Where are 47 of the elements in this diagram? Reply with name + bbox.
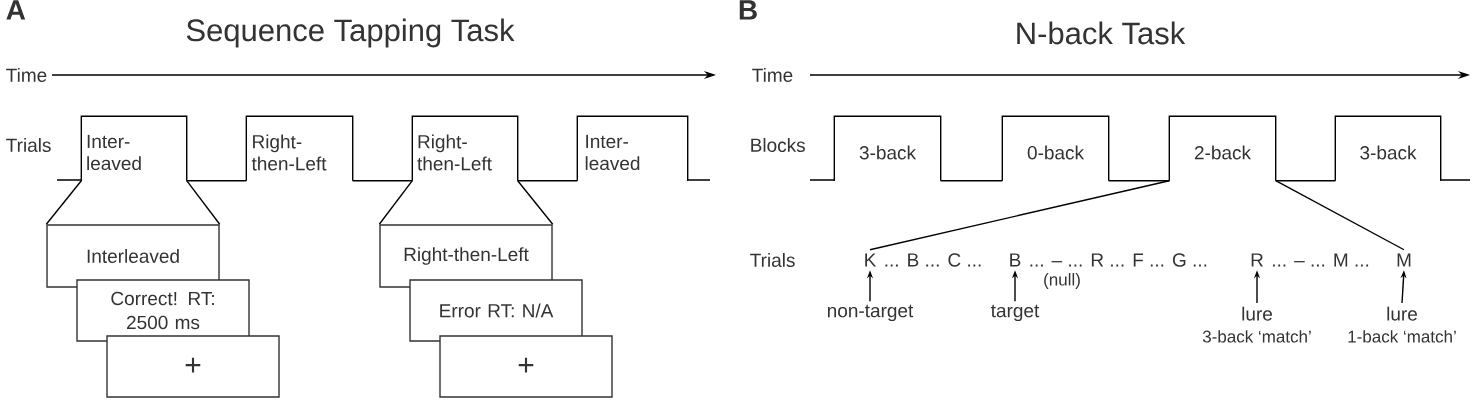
- pulse-block: 0-back: [1001, 115, 1110, 182]
- panel-title: N-back Task: [1017, 21, 1186, 45]
- pulse-block: Right- then-Left: [245, 115, 354, 182]
- signal-baseline: [186, 180, 247, 182]
- pulse-block: Inter- leaved: [576, 115, 689, 182]
- signal-baseline: [1108, 180, 1170, 182]
- screen-box: +: [106, 335, 280, 398]
- trial-type-label: lure 1-back ‘match’: [1348, 306, 1456, 343]
- zoom-line: [186, 180, 221, 225]
- pulse-block: 2-back: [1168, 115, 1277, 182]
- row-label: Trials: [750, 253, 795, 267]
- screen-box: +: [439, 335, 613, 398]
- screen-box: Correct! RT: 2500 ms: [76, 279, 250, 342]
- axis-label: Time: [752, 68, 793, 82]
- trial-type-label: target: [991, 304, 1040, 322]
- panel-letter: A: [6, 0, 26, 20]
- signal-baseline: [517, 180, 578, 182]
- pulse-block: 3-back: [833, 115, 942, 182]
- row-label: Blocks: [751, 138, 805, 152]
- trial-type-label: non-target: [827, 304, 914, 322]
- zoom-line: [1275, 180, 1405, 251]
- zoom-line: [517, 180, 554, 225]
- screen-box: Error RT: N/A: [409, 279, 583, 342]
- signal-baseline: [940, 180, 1003, 182]
- panel-title: Sequence Tapping Task: [186, 18, 515, 48]
- zoom-line: [378, 180, 413, 225]
- pulse-block: Inter- leaved: [80, 115, 188, 182]
- screen-box: Right-then-Left: [379, 224, 553, 288]
- stimulus-letter: M: [1397, 253, 1411, 267]
- zoom-line: [45, 180, 82, 225]
- sequence-text: ... – ... M ...: [1273, 253, 1369, 267]
- signal-baseline: [352, 180, 413, 182]
- screen-box: Interleaved: [46, 224, 220, 288]
- pulse-block: 3-back: [1334, 115, 1442, 182]
- sequence-text: ... – ... R ... F ... G ...: [1030, 253, 1207, 267]
- stimulus-letter: K: [865, 253, 877, 267]
- sequence-text: ... B ... C ...: [885, 253, 981, 267]
- stimulus-letter: R: [1251, 253, 1263, 267]
- panel-letter: B: [739, 0, 757, 20]
- signal-baseline: [1275, 180, 1336, 182]
- stimulus-letter: B: [1010, 253, 1021, 267]
- axis-label: Time: [6, 68, 47, 82]
- zoom-line: [869, 180, 1170, 251]
- row-label: Trials: [6, 138, 51, 152]
- null-note: (null): [1044, 273, 1080, 289]
- trial-type-label: lure 3-back ‘match’: [1202, 306, 1311, 343]
- pulse-block: Right- then-Left: [411, 115, 519, 182]
